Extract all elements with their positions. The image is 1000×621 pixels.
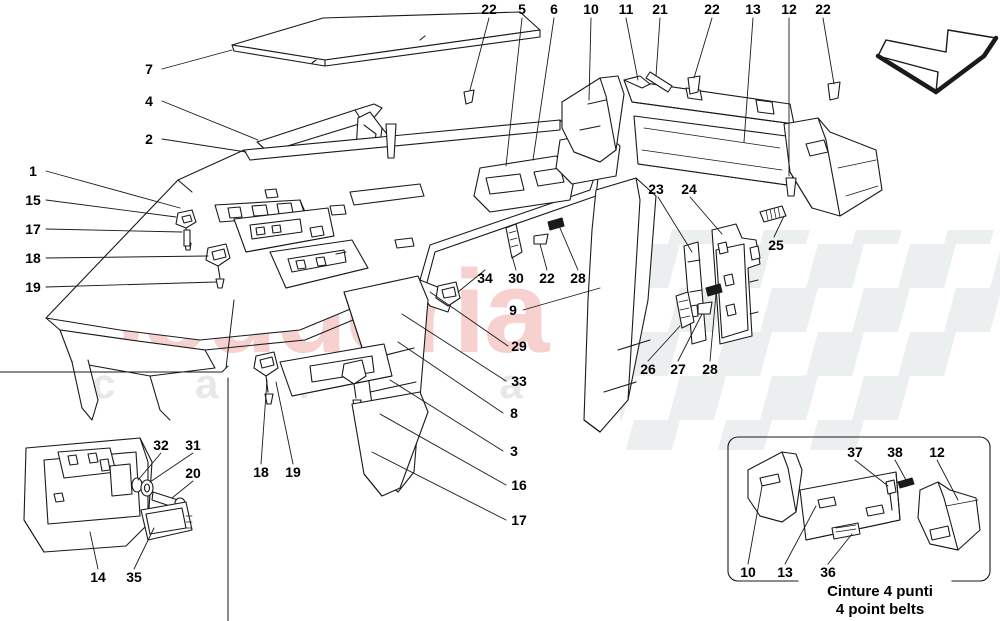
inset-caption-italian: Cinture 4 punti bbox=[827, 583, 933, 600]
callout-28: 28 bbox=[570, 270, 586, 286]
part-panel-5 bbox=[473, 155, 577, 213]
callout-37: 37 bbox=[847, 444, 863, 460]
part-nut-31 bbox=[140, 479, 154, 497]
callout-34: 34 bbox=[477, 270, 493, 286]
part-pillar-trim-10 bbox=[561, 75, 625, 163]
inset-box-border bbox=[727, 436, 991, 583]
part-sun-visor-main bbox=[233, 207, 335, 253]
callout-12: 12 bbox=[929, 444, 945, 460]
callout-5: 5 bbox=[518, 1, 526, 17]
callout-29: 29 bbox=[511, 338, 527, 354]
callout-4: 4 bbox=[145, 93, 153, 109]
callout-18: 18 bbox=[253, 464, 269, 480]
callout-10: 10 bbox=[583, 1, 599, 17]
callout-38: 38 bbox=[887, 444, 903, 460]
part-corner-trim-12 bbox=[783, 117, 883, 217]
callout-10: 10 bbox=[740, 564, 756, 580]
inset-part-38 bbox=[897, 477, 915, 489]
callout-1: 1 bbox=[29, 163, 37, 179]
callout-30: 30 bbox=[508, 270, 524, 286]
callout-28: 28 bbox=[702, 361, 718, 377]
inset-part-36 bbox=[831, 522, 861, 540]
part-screw-12-drop bbox=[785, 177, 797, 197]
callout-22: 22 bbox=[481, 1, 497, 17]
callout-3: 3 bbox=[510, 443, 518, 459]
part-plug-22-center bbox=[533, 233, 549, 245]
callout-14: 14 bbox=[90, 569, 106, 585]
direction-arrow-icon bbox=[875, 29, 999, 95]
callout-26: 26 bbox=[640, 361, 656, 377]
callout-25: 25 bbox=[768, 237, 784, 253]
callout-12: 12 bbox=[781, 1, 797, 17]
leader-lines bbox=[45, 17, 959, 570]
part-screw-25 bbox=[759, 205, 787, 223]
part-bracket-26 bbox=[675, 291, 695, 329]
callout-33: 33 bbox=[511, 373, 527, 389]
callout-32: 32 bbox=[153, 437, 169, 453]
callout-2: 2 bbox=[145, 131, 153, 147]
callout-31: 31 bbox=[185, 437, 201, 453]
part-clip-28-center bbox=[547, 217, 565, 231]
part-lower-trim-tail bbox=[351, 391, 429, 497]
callout-13: 13 bbox=[777, 564, 793, 580]
callout-16: 16 bbox=[511, 477, 527, 493]
part-plug-22-a bbox=[463, 89, 475, 105]
callout-11: 11 bbox=[618, 1, 634, 17]
part-clip-28-right bbox=[705, 283, 723, 297]
callout-21: 21 bbox=[652, 1, 668, 17]
inset-caption: Cinture 4 punti 4 point belts bbox=[827, 583, 933, 619]
part-headliner-lower-skirt bbox=[59, 329, 216, 421]
part-glovebox-14 bbox=[23, 437, 153, 553]
callout-36: 36 bbox=[820, 564, 836, 580]
callout-19: 19 bbox=[25, 279, 41, 295]
callout-27: 27 bbox=[670, 361, 686, 377]
part-visor-clip-left bbox=[175, 209, 197, 251]
callout-19: 19 bbox=[285, 464, 301, 480]
part-overhead-console bbox=[269, 239, 369, 289]
part-pillar-trim-9 bbox=[583, 177, 657, 433]
inset-part-10 bbox=[747, 451, 803, 523]
callout-20: 20 bbox=[185, 465, 201, 481]
callout-35: 35 bbox=[126, 569, 142, 585]
part-bracket-30 bbox=[505, 223, 523, 259]
part-clip-18 bbox=[205, 243, 231, 289]
callout-6: 6 bbox=[550, 1, 558, 17]
part-plug-22-b bbox=[687, 75, 701, 95]
part-plug-27 bbox=[697, 301, 713, 315]
part-roof-panel bbox=[231, 11, 541, 67]
callout-23: 23 bbox=[648, 181, 664, 197]
callout-18: 18 bbox=[25, 250, 41, 266]
inset-part-13 bbox=[799, 471, 901, 541]
inset-caption-english: 4 point belts bbox=[835, 601, 925, 618]
callout-17: 17 bbox=[511, 512, 527, 528]
callout-15: 15 bbox=[25, 192, 41, 208]
part-lamp-35 bbox=[140, 501, 193, 541]
callout-8: 8 bbox=[510, 405, 518, 421]
callout-22: 22 bbox=[704, 1, 720, 17]
part-sun-visor-lower bbox=[253, 343, 393, 413]
part-plug-22-c bbox=[827, 81, 841, 101]
callout-22: 22 bbox=[539, 270, 555, 286]
part-screw-21 bbox=[645, 71, 673, 93]
part-screw-17 bbox=[183, 229, 191, 247]
part-roof-rail-13 bbox=[633, 115, 795, 187]
inset-part-12 bbox=[917, 481, 981, 551]
part-washer-32 bbox=[131, 477, 143, 493]
callout-17: 17 bbox=[25, 221, 41, 237]
callout-7: 7 bbox=[145, 61, 153, 77]
part-screw-roofbow bbox=[385, 123, 397, 159]
inset-part-37 bbox=[885, 479, 897, 511]
callout-24: 24 bbox=[681, 181, 697, 197]
callout-9: 9 bbox=[509, 302, 517, 318]
callout-13: 13 bbox=[745, 1, 761, 17]
part-cross-rail-11 bbox=[623, 75, 795, 125]
part-latch-plate-24 bbox=[711, 223, 761, 345]
callout-22: 22 bbox=[815, 1, 831, 17]
